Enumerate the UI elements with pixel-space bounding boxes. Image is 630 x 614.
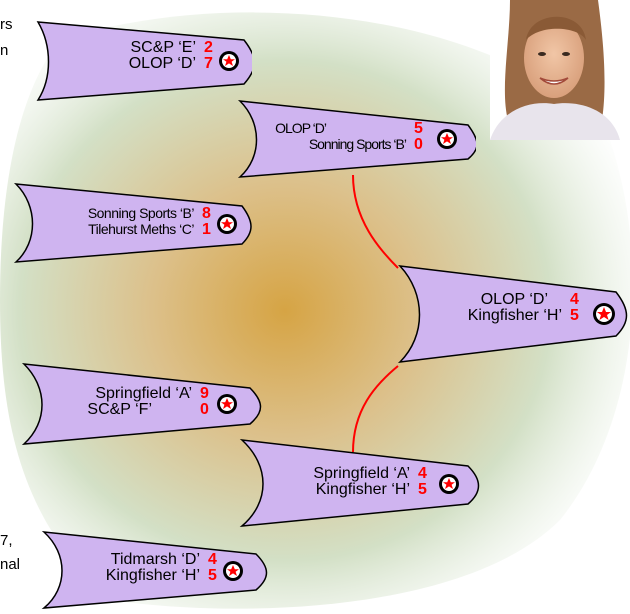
match-card: Springfield ‘A’ 4 Kingfisher ‘H’ 5 (236, 436, 480, 530)
team-name: OLOP ‘D’ (480, 291, 548, 308)
arrow-shape (36, 21, 252, 101)
score: 8 (202, 205, 211, 222)
score: 0 (200, 401, 209, 418)
score: 5 (414, 120, 423, 137)
match-card: OLOP ‘D’ 5 Sonning Sports ‘B’ 0 (236, 97, 476, 181)
score: 5 (570, 307, 579, 324)
star-badge-icon (439, 474, 459, 494)
edge-text-fragment: rs (0, 16, 13, 33)
team-name: Springfield ‘A’ (313, 465, 410, 482)
team-name: Kingfisher ‘H’ (315, 481, 410, 498)
team-name: OLOP ‘D’ (275, 120, 327, 136)
team-name: Sonning Sports ‘B’ (308, 136, 407, 152)
arrow-shape (237, 100, 476, 178)
star-badge-icon (437, 129, 457, 149)
score: 2 (204, 39, 213, 56)
score: 4 (570, 291, 579, 308)
connector-upper (352, 174, 399, 269)
arrow-shape (13, 183, 252, 263)
star-badge-icon (223, 561, 243, 581)
match-card: Tidmarsh ‘D’ 4 Kingfisher ‘H’ 5 (38, 528, 268, 612)
star-badge-icon (217, 394, 237, 414)
connector-lower (352, 365, 399, 453)
score: 7 (204, 55, 213, 72)
team-name: Kingfisher ‘H’ (467, 307, 562, 324)
edge-text-fragment: nal (0, 556, 21, 573)
score: 5 (208, 567, 217, 584)
match-card: Sonning Sports ‘B’ 8 Tilehurst Meths ‘C’ 1 (10, 180, 252, 266)
arrow-shape (41, 531, 268, 609)
team-name: SC&P ‘F’ (87, 401, 152, 418)
score: 0 (414, 136, 423, 153)
team-name: Sonning Sports ‘B’ (87, 205, 195, 221)
star-badge-icon (593, 303, 615, 325)
team-name: Tidmarsh ‘D’ (110, 551, 200, 568)
team-name: OLOP ‘D’ (128, 55, 196, 72)
team-name: SC&P ‘E’ (130, 39, 196, 56)
score: 4 (208, 551, 217, 568)
arrow-shape (397, 265, 628, 364)
team-name: Tilehurst Meths ‘C’ (88, 221, 194, 237)
team-name: Springfield ‘A’ (95, 385, 192, 402)
match-card: SC&P ‘E’ 2 OLOP ‘D’ 7 (30, 18, 252, 104)
edge-text-fragment: 7, (0, 532, 13, 549)
score: 4 (418, 465, 427, 482)
arrow-shape (239, 438, 480, 527)
arrow-shape (21, 363, 262, 445)
score: 9 (200, 385, 209, 402)
match-card: Springfield ‘A’ 9 SC&P ‘F’ 0 (18, 360, 262, 448)
star-badge-icon (217, 214, 237, 234)
presenter-portrait-icon (490, 0, 620, 140)
star-badge-icon (219, 51, 239, 71)
score: 1 (202, 221, 211, 238)
match-card: OLOP ‘D’ 4 Kingfisher ‘H’ 5 (394, 262, 628, 366)
score: 5 (418, 481, 427, 498)
edge-text-fragment: n (0, 42, 9, 59)
team-name: Kingfisher ‘H’ (105, 567, 200, 584)
